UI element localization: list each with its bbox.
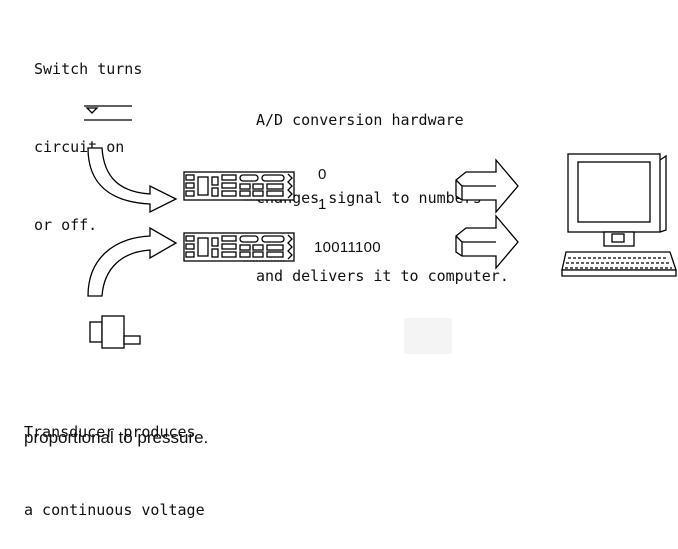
switch-symbol xyxy=(84,105,132,121)
transducer-icon xyxy=(89,315,141,349)
data-arrow-lower xyxy=(455,214,519,270)
diagram xyxy=(84,105,677,354)
switch-bit-1: 1 xyxy=(318,196,327,213)
transducer-caption-line-2: a continuous voltage xyxy=(24,501,205,519)
faint-artifact xyxy=(404,318,452,354)
computer-icon xyxy=(561,153,677,277)
switch-caption-line-3: or off. xyxy=(34,216,98,234)
transducer-caption-line-1: Transducer produces xyxy=(24,423,196,441)
switch-to-board-arrow xyxy=(87,147,178,214)
ad-caption-line-3: and delivers it to computer. xyxy=(256,267,509,285)
transducer-to-board-arrow xyxy=(87,226,178,297)
transducer-caption-line-3: proportional to pressure. xyxy=(24,428,209,447)
switch-caption: Switch turns circuit on or off. xyxy=(34,4,142,264)
data-arrow-upper xyxy=(455,158,519,214)
ad-caption-line-1: A/D conversion hardware xyxy=(256,111,464,129)
transducer-bits: 10011100 xyxy=(314,239,381,256)
switch-bit-0: 0 xyxy=(318,166,327,183)
ad-board-upper xyxy=(183,171,295,201)
switch-caption-line-1: Switch turns xyxy=(34,60,143,78)
ad-caption: A/D conversion hardware changes signal t… xyxy=(256,55,509,315)
ad-board-lower xyxy=(183,232,295,262)
switch-caption-line-2: circuit on xyxy=(34,138,125,156)
